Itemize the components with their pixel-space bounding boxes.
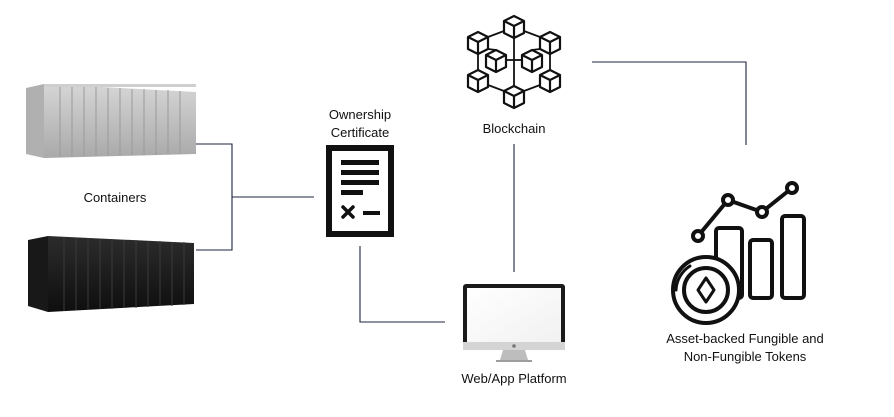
cube <box>520 48 544 74</box>
certificate-label-line1: Ownership <box>328 107 392 122</box>
connectors <box>196 61 747 323</box>
blockchain-label: Blockchain <box>464 120 564 138</box>
tokens-label: Asset-backed Fungible and Non-Fungible T… <box>640 330 850 366</box>
platform-label: Web/App Platform <box>449 370 579 388</box>
cube <box>484 48 508 74</box>
cube <box>538 68 562 94</box>
blockchain-label-text: Blockchain <box>482 121 546 136</box>
tokens-label-line2: Non-Fungible Tokens <box>683 349 807 364</box>
certificate-icon <box>326 145 394 237</box>
connector-certificate-to-platform <box>359 246 445 323</box>
token-chart-icon <box>671 181 806 325</box>
blockchain-icon <box>466 14 562 110</box>
connector-gray-container <box>196 143 233 251</box>
container-black-icon <box>28 236 194 312</box>
certificate-label: Ownership Certificate <box>305 106 415 142</box>
cube <box>466 68 490 94</box>
containers-label: Containers <box>70 189 160 207</box>
tokens-label-line1: Asset-backed Fungible and <box>666 331 824 346</box>
certificate-label-line2: Certificate <box>330 125 390 140</box>
platform-label-text: Web/App Platform <box>461 371 567 386</box>
cube <box>466 30 490 56</box>
containers-label-text: Containers <box>83 190 147 205</box>
monitor-icon <box>463 284 565 362</box>
cube <box>502 14 526 40</box>
container-gray-icon <box>26 84 196 158</box>
connector-blockchain-to-tokens <box>592 61 747 145</box>
cube <box>502 84 526 110</box>
cube <box>538 30 562 56</box>
